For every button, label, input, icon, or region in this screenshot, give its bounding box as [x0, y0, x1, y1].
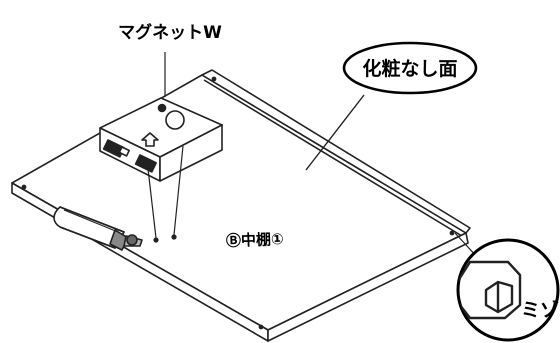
label-oval: [342, 41, 478, 95]
magnet-catch: [99, 97, 223, 182]
groove-label: ミゾ: [521, 299, 559, 321]
magnet-label: マグネットW: [118, 22, 222, 43]
glue-tube: [53, 206, 143, 251]
callout-line: [305, 94, 365, 171]
no-finish-face-label: 化粧なし面: [362, 57, 457, 80]
shelf-board: [11, 69, 471, 342]
panel-label: Ⓑ中棚①: [226, 230, 284, 250]
groove-detail: ミゾ: [456, 238, 560, 342]
magnet-leaders: [146, 52, 184, 239]
